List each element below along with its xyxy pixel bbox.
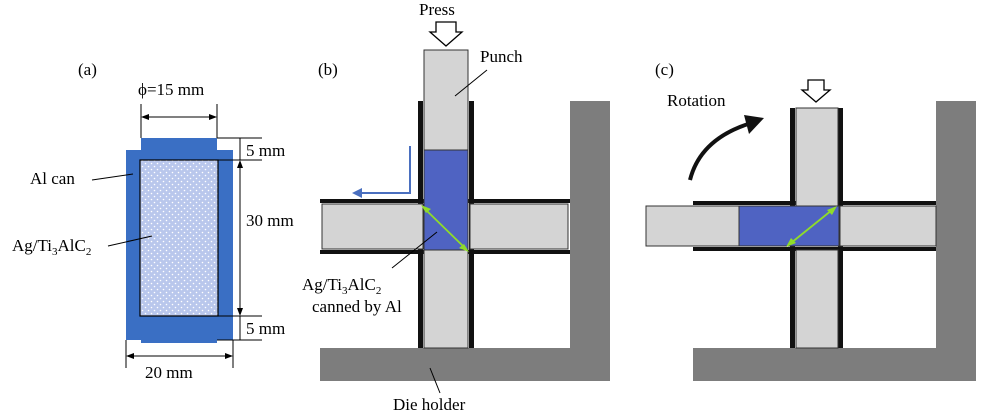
panel-a-label: (a) [78, 60, 97, 79]
diameter-label: ϕ=15 mm [138, 80, 204, 99]
width-arrow-left [126, 353, 134, 359]
core-leader [107, 235, 153, 247]
punch-label: Punch [480, 47, 523, 66]
al-can [126, 138, 233, 343]
panel-a: (a) ϕ=15 mm 5 mm 30 mm 5 mm [12, 60, 294, 382]
shear-arrowhead-b2 [459, 244, 469, 252]
al-can-leader [91, 173, 134, 181]
al-can-label: Al can [30, 169, 75, 188]
channel-wall-bottom-c [693, 247, 936, 251]
diameter-arrow-right [209, 114, 217, 120]
left-channel-filler [321, 203, 424, 250]
width-arrow-right [225, 353, 233, 359]
press-arrow-c [800, 79, 832, 103]
can-top-cap [141, 138, 217, 152]
shear-arrowhead-b1 [421, 205, 431, 213]
die-holder [320, 101, 610, 381]
diameter-arrow-left [141, 114, 149, 120]
height-arrow-top [237, 160, 243, 168]
sample-leader [391, 231, 438, 269]
rotation-arrow [688, 122, 749, 181]
left-filler-c [645, 205, 740, 247]
sample-block-c [738, 205, 840, 247]
press-arrow [428, 21, 464, 47]
sample-label-line1: Ag/Ti3AlC2 [302, 275, 381, 297]
rotation-arrowhead [744, 115, 764, 134]
shear-arrow-b [425, 209, 465, 248]
right-filler-c [839, 205, 937, 247]
press-label: Press [419, 0, 455, 19]
shear-arrow-c [790, 209, 833, 244]
panel-b: (b) Press Punch Ag/Ti3AlC2 canned by [302, 0, 610, 414]
die-holder-c [693, 101, 976, 381]
panel-c-label: (c) [655, 60, 674, 79]
core-label: Ag/Ti3AlC2 [12, 236, 91, 258]
die-holder-leader [429, 367, 441, 394]
punch-leader [454, 69, 488, 97]
top-punch [423, 49, 469, 151]
can-bottom-step [141, 337, 217, 343]
width-label: 20 mm [145, 363, 193, 382]
rotation-label: Rotation [667, 91, 726, 110]
die-holder-label: Die holder [393, 395, 466, 414]
sample-core [139, 159, 219, 317]
height-arrow-bottom [237, 308, 243, 316]
panel-b-label: (b) [318, 60, 338, 79]
bottom-channel-filler [423, 249, 469, 349]
right-channel-filler [469, 203, 569, 250]
bottom-filler-c [795, 249, 839, 349]
sample-label-line2: canned by Al [312, 297, 402, 316]
flow-arrowhead [352, 188, 362, 198]
top-punch-c [795, 107, 839, 207]
sample-block-b [423, 149, 469, 251]
bottom-thickness-label: 5 mm [246, 319, 285, 338]
shear-arrowhead-c1 [786, 238, 796, 247]
flow-arrow [358, 146, 411, 194]
panel-c: (c) Rotation [645, 60, 976, 381]
shear-arrowhead-c2 [827, 206, 837, 215]
height-label: 30 mm [246, 211, 294, 230]
top-thickness-label: 5 mm [246, 141, 285, 160]
